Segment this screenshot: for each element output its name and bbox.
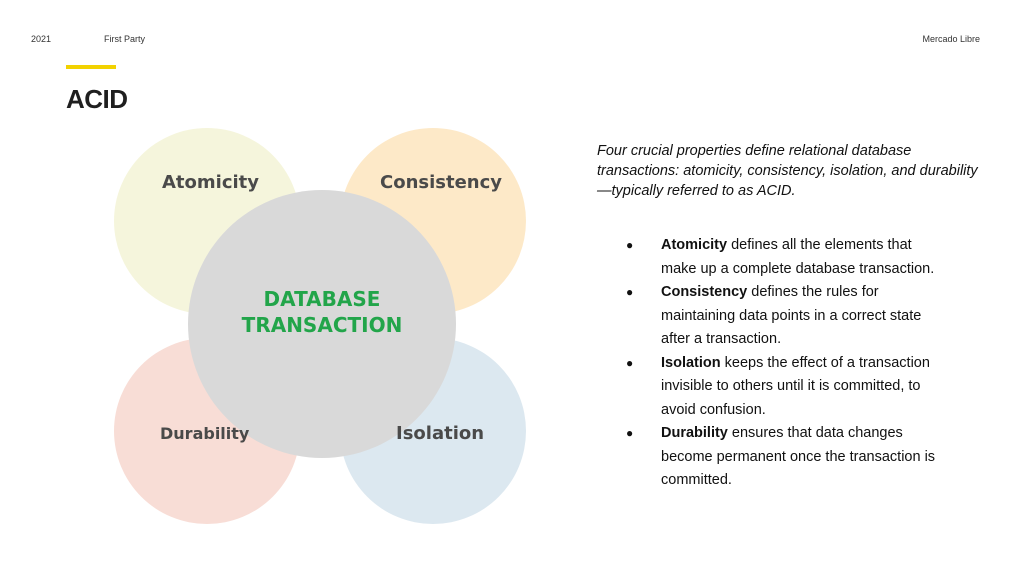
isolation-label: Isolation	[396, 423, 485, 444]
property-text: ensures that data changes become permane…	[661, 425, 936, 488]
center-label-line1: DATABASE	[263, 287, 381, 311]
bullet-icon: ●	[626, 285, 634, 299]
consistency-label: Consistency	[380, 172, 503, 193]
center-label-line2: TRANSACTION	[241, 313, 403, 337]
property-term: Atomicity	[661, 237, 728, 253]
property-text: keeps the effect of a transaction invisi…	[661, 354, 930, 418]
property-term: Consistency	[661, 284, 748, 300]
durability-label: Durability	[160, 424, 250, 443]
properties-list: ● Atomicity defines all the elements that…	[626, 234, 946, 493]
center-label: DATABASE TRANSACTION	[188, 286, 456, 338]
list-item: ● Durability ensures that data changes be…	[626, 422, 946, 493]
title-accent-bar	[66, 65, 116, 69]
property-term: Durability	[661, 425, 728, 441]
database-transaction-circle	[188, 190, 456, 458]
bullet-icon: ●	[626, 426, 634, 440]
list-item: ● Atomicity defines all the elements that…	[626, 234, 946, 281]
page-title: ACID	[66, 84, 128, 114]
atomicity-label: Atomicity	[162, 172, 260, 193]
bullet-icon: ●	[626, 355, 634, 370]
header-company: Mercado Libre	[922, 34, 980, 44]
intro-text: Four crucial properties define relationa…	[597, 142, 978, 199]
bullet-icon: ●	[626, 238, 634, 252]
property-term: Isolation	[661, 354, 721, 371]
property-text: defines all the elements that make up a …	[661, 237, 935, 277]
list-item: ● Isolation keeps the effect of a transac…	[626, 352, 946, 423]
list-item: ● Consistency defines the rules for maint…	[626, 281, 946, 352]
property-text: defines the rules for maintaining data p…	[661, 284, 922, 347]
acid-diagram: Atomicity Consistency Durability Isolati…	[100, 120, 540, 540]
header-year: 2021	[31, 34, 52, 44]
header-category: First Party	[104, 34, 146, 44]
